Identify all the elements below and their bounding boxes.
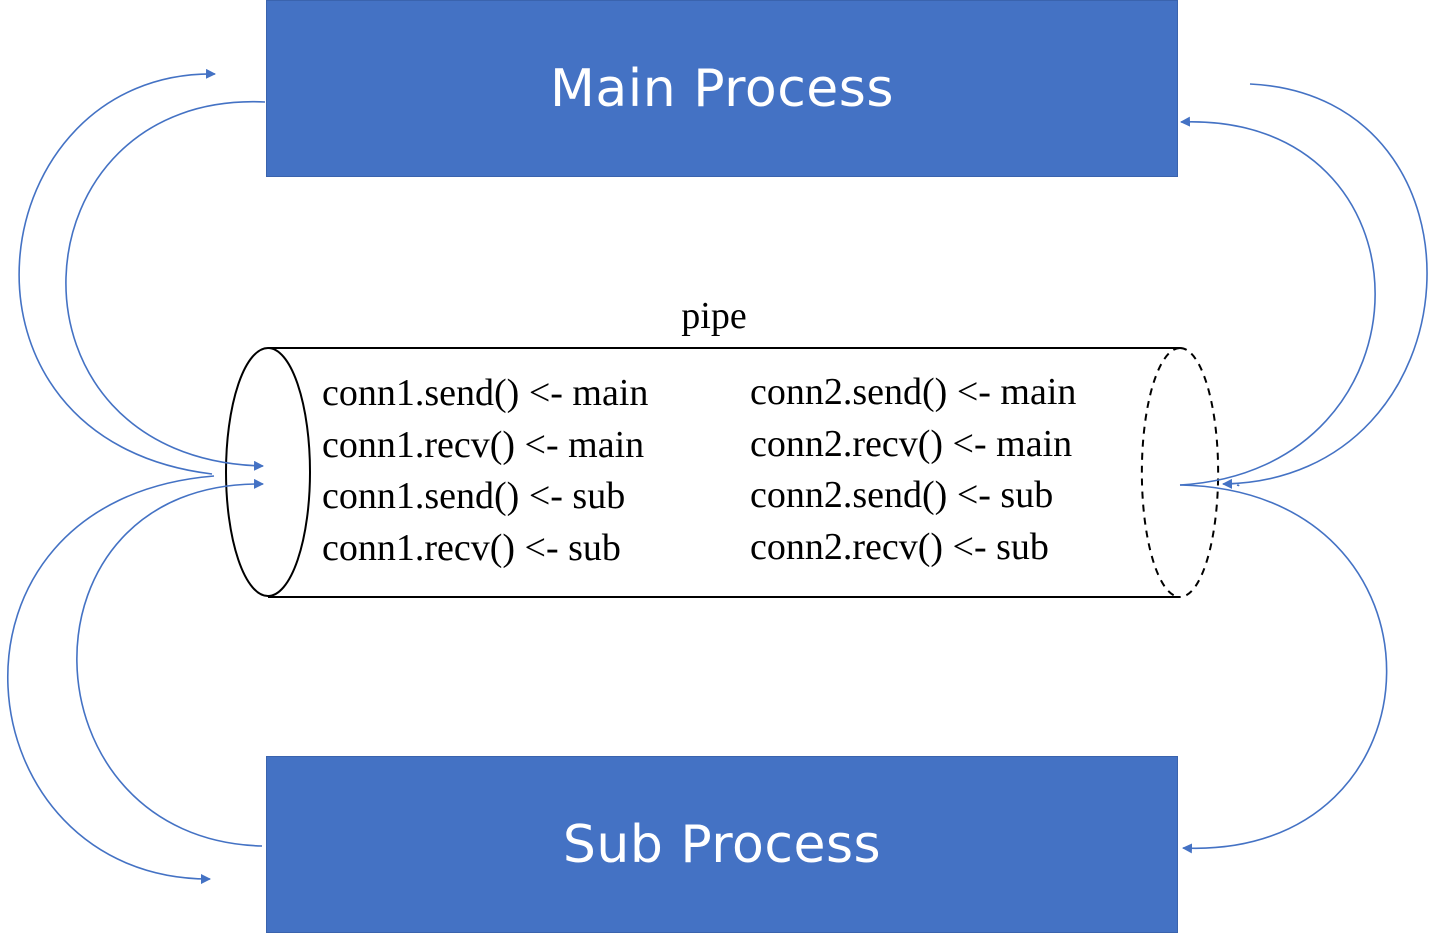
arrow-conn1-to-sub: [6, 475, 215, 885]
arrow-sub-to-conn1: [76, 478, 264, 847]
pipe-right-end-front: [1179, 347, 1220, 598]
conn1-methods: conn1.send() <- main conn1.recv() <- mai…: [322, 368, 648, 574]
conn2-line: conn2.send() <- sub: [750, 474, 1054, 516]
conn2-methods: conn2.send() <- main conn2.recv() <- mai…: [750, 367, 1076, 573]
arrow-conn1-to-main: [18, 68, 216, 475]
pipe-cylinder: [225, 347, 1220, 598]
main-process-label: Main Process: [550, 58, 894, 119]
conn1-line: conn1.recv() <- main: [322, 423, 645, 466]
conn2-line: conn2.recv() <- main: [750, 422, 1073, 465]
pipe-label: pipe: [681, 295, 747, 337]
conn2-line: conn2.send() <- main: [750, 371, 1077, 413]
pipe-right-end-back: [1140, 347, 1181, 598]
conn1-line: conn1.recv() <- sub: [322, 526, 621, 569]
arrow-main-to-conn2: [1222, 83, 1428, 489]
arrow-main-to-conn1: [65, 101, 266, 471]
conn1-line: conn1.send() <- main: [322, 372, 649, 414]
conn1-line: conn1.send() <- sub: [322, 475, 626, 517]
main-process-box: Main Process: [266, 0, 1178, 177]
conn2-line: conn2.recv() <- sub: [750, 525, 1049, 568]
sub-process-label: Sub Process: [562, 814, 882, 875]
arrow-sub-to-conn2: [1179, 484, 1388, 854]
sub-process-box: Sub Process: [266, 756, 1178, 933]
pipe-left-end: [225, 347, 311, 597]
arrow-conn2-to-main: [1179, 116, 1376, 486]
